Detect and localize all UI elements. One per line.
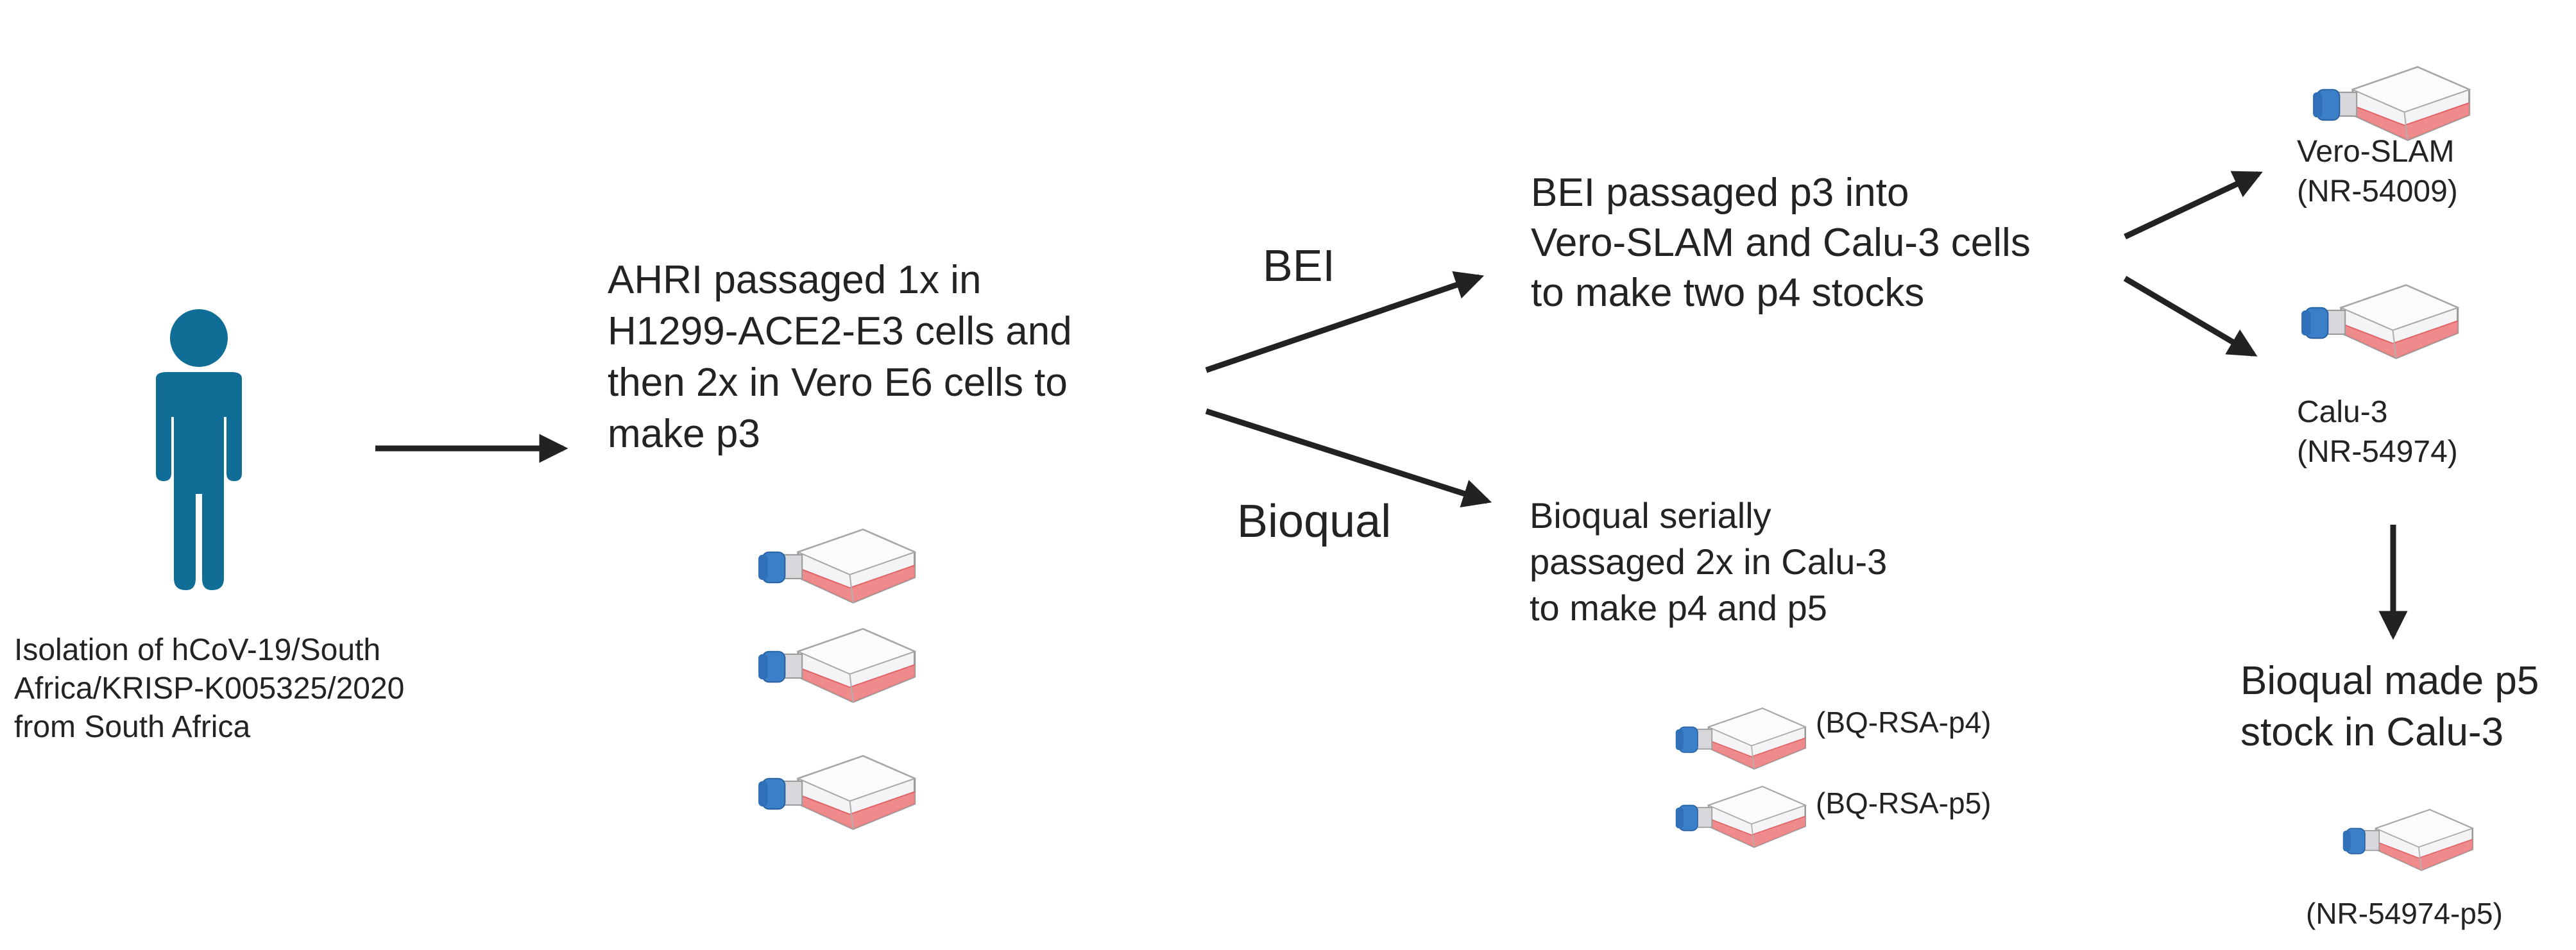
calu3-name: Calu-3 xyxy=(2297,395,2388,429)
bei-line-3: to make two p4 stocks xyxy=(1531,271,1925,315)
bei-branch-label: BEI xyxy=(1263,241,1335,291)
bq-p5-flask-icon xyxy=(1675,780,1812,857)
ahri-flask-2-icon xyxy=(757,621,923,714)
ahri-line-1: AHRI passaged 1x in xyxy=(608,258,982,302)
bioqual-p5-line-2: stock in Calu-3 xyxy=(2240,710,2504,754)
bioqual-p5-id: (NR-54974-p5) xyxy=(2306,897,2503,930)
bioqual-branch-label: Bioqual xyxy=(1237,496,1392,547)
ahri-text: AHRI passaged 1x in H1299-ACE2-E3 cells … xyxy=(608,255,1072,460)
arrow-bei-to-calu3 xyxy=(2123,276,2258,357)
bioqual-line-3: to make p4 and p5 xyxy=(1530,588,1827,628)
ahri-flask-3-icon xyxy=(757,748,923,841)
ahri-line-4: make p3 xyxy=(608,412,760,456)
person-icon xyxy=(156,309,242,590)
bioqual-p5-line-1: Bioqual made p5 xyxy=(2240,659,2539,703)
bq-p4-label: (BQ-RSA-p4) xyxy=(1816,706,1992,739)
ahri-line-3: then 2x in Vero E6 cells to xyxy=(608,360,1068,405)
calu3-id: (NR-54974) xyxy=(2297,435,2458,469)
arrow-ahri-to-bei xyxy=(1205,271,1485,373)
calu3-label: Calu-3 (NR-54974) xyxy=(2297,393,2458,472)
bioqual-line-1: Bioqual serially xyxy=(1530,495,1771,536)
bioqual-line-2: passaged 2x in Calu-3 xyxy=(1530,541,1888,582)
person-caption-line-3: from South Africa xyxy=(14,710,251,744)
bioqual-p5-text: Bioqual made p5 stock in Calu-3 xyxy=(2240,656,2539,758)
ahri-line-2: H1299-ACE2-E3 cells and xyxy=(608,309,1072,353)
person-caption: Isolation of hCoV-19/South Africa/KRISP-… xyxy=(14,631,404,747)
person-caption-line-2: Africa/KRISP-K005325/2020 xyxy=(14,672,405,706)
ahri-flask-1-icon xyxy=(757,522,923,615)
bei-line-2: Vero-SLAM and Calu-3 cells xyxy=(1531,221,2031,265)
calu3-flask-icon xyxy=(2300,277,2466,370)
vero-slam-name: Vero-SLAM xyxy=(2297,135,2455,169)
person-caption-line-1: Isolation of hCoV-19/South xyxy=(14,633,381,667)
bei-line-1: BEI passaged p3 into xyxy=(1531,171,1909,215)
arrow-bei-to-vero-slam xyxy=(2124,171,2263,240)
bioqual-p5-flask-icon xyxy=(2342,803,2479,880)
bei-text: BEI passaged p3 into Vero-SLAM and Calu-… xyxy=(1531,168,2031,318)
arrow-ahri-to-bioqual xyxy=(1205,408,1492,508)
vero-slam-label: Vero-SLAM (NR-54009) xyxy=(2297,132,2458,212)
bioqual-text: Bioqual serially passaged 2x in Calu-3 t… xyxy=(1530,493,1887,631)
bq-p5-label: (BQ-RSA-p5) xyxy=(1816,786,1992,820)
bq-p4-flask-icon xyxy=(1675,702,1812,779)
vero-slam-id: (NR-54009) xyxy=(2297,174,2458,208)
